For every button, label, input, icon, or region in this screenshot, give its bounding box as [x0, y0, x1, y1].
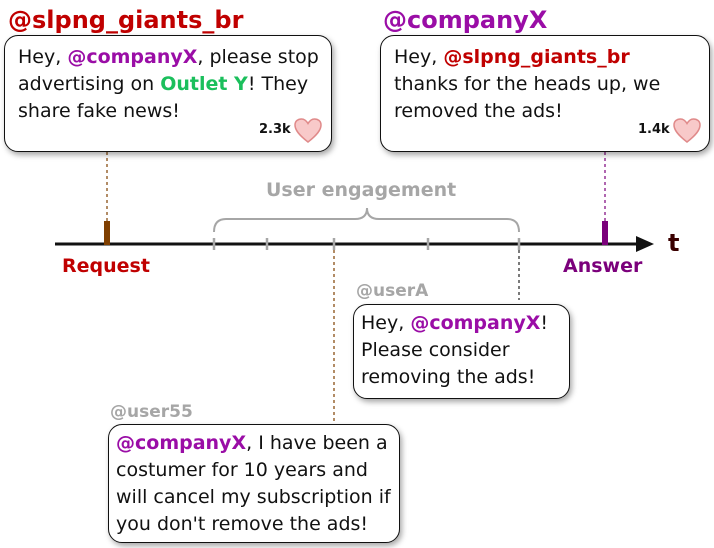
- heart-icon[interactable]: [293, 117, 323, 144]
- like-count: 1.4k: [638, 122, 670, 137]
- engagement-label: User engagement: [266, 179, 457, 201]
- request-marker: [104, 221, 110, 245]
- like-count: 2.3k: [259, 122, 291, 137]
- answer-marker: [602, 221, 608, 245]
- request-tweet-bubble: Hey, @companyX, please stop advertising …: [4, 35, 332, 152]
- answer-author: @companyX: [383, 6, 548, 34]
- mention-companyx[interactable]: @companyX: [67, 46, 198, 68]
- answer-label: Answer: [563, 255, 643, 277]
- usera-tweet-text: Hey, @companyX! Please consider removing…: [361, 312, 549, 388]
- mention-companyx[interactable]: @companyX: [410, 312, 541, 334]
- usera-tweet-bubble: Hey, @companyX! Please consider removing…: [353, 304, 570, 399]
- user55-author: @user55: [110, 402, 193, 422]
- user55-tweet-text: @companyX, I have been a costumer for 10…: [116, 432, 391, 535]
- mention-companyx[interactable]: @companyX: [116, 432, 247, 454]
- time-axis-arrowhead: [636, 236, 654, 252]
- engagement-brace: [213, 207, 520, 233]
- outlet-name: Outlet Y: [160, 73, 248, 95]
- engagement-ticks: [212, 238, 521, 250]
- answer-tweet-text: Hey, @slpng_giants_br thanks for the hea…: [394, 46, 661, 122]
- answer-tweet-bubble: Hey, @slpng_giants_br thanks for the hea…: [380, 35, 710, 152]
- request-author: @slpng_giants_br: [8, 6, 244, 34]
- usera-author: @userA: [356, 281, 429, 301]
- axis-label-t: t: [668, 229, 680, 257]
- mention-slpng-giants-br[interactable]: @slpng_giants_br: [443, 46, 630, 68]
- request-tweet-text: Hey, @companyX, please stop advertising …: [18, 46, 319, 122]
- heart-icon[interactable]: [672, 117, 702, 144]
- request-label: Request: [62, 255, 150, 277]
- user55-tweet-bubble: @companyX, I have been a costumer for 10…: [108, 424, 400, 543]
